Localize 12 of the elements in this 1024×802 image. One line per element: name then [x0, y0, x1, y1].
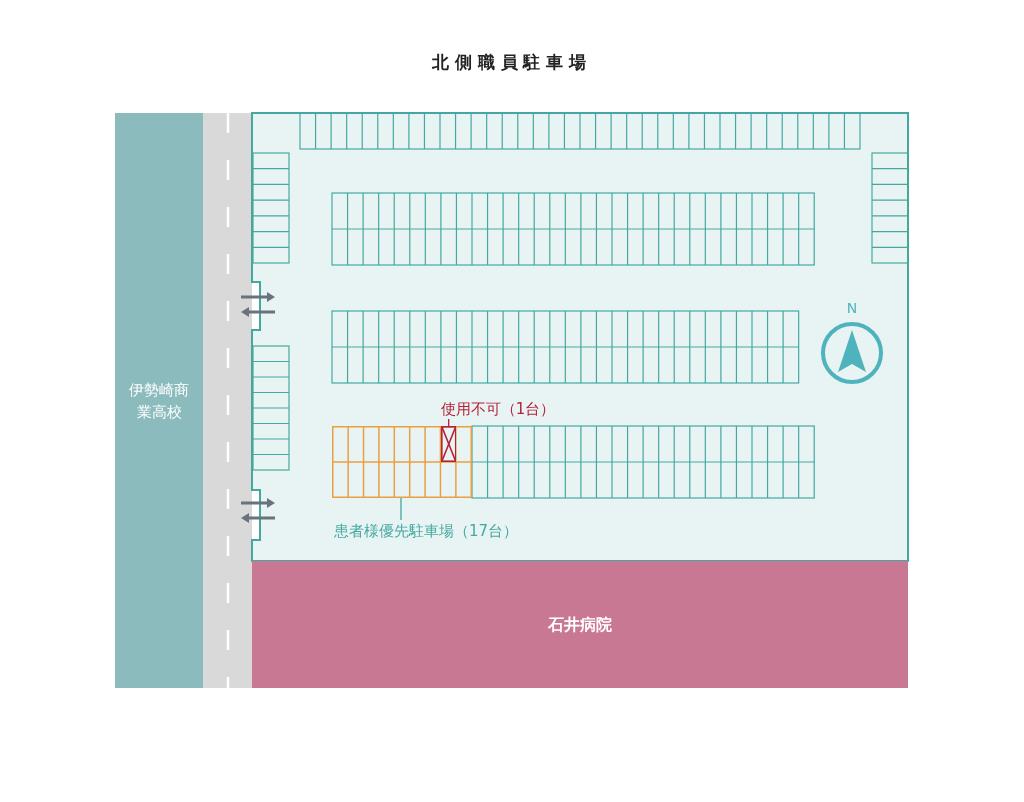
priority-parking-note: 患者様優先駐車場（17台）: [333, 520, 519, 542]
compass-north-label: N: [845, 299, 859, 318]
unusable-note: 使用不可（1台）: [440, 398, 556, 420]
unusable-parking-slot: [440, 426, 457, 462]
leader-line: [448, 418, 450, 427]
hospital-band: [252, 561, 908, 688]
school-name: 伊勢崎商業高校: [128, 379, 190, 423]
priority-parking-slots: [332, 426, 472, 498]
school-band: [115, 113, 203, 688]
leader-line: [400, 497, 402, 521]
hospital-name: 石井病院: [548, 613, 612, 636]
title: 北側職員駐車場: [430, 51, 594, 74]
